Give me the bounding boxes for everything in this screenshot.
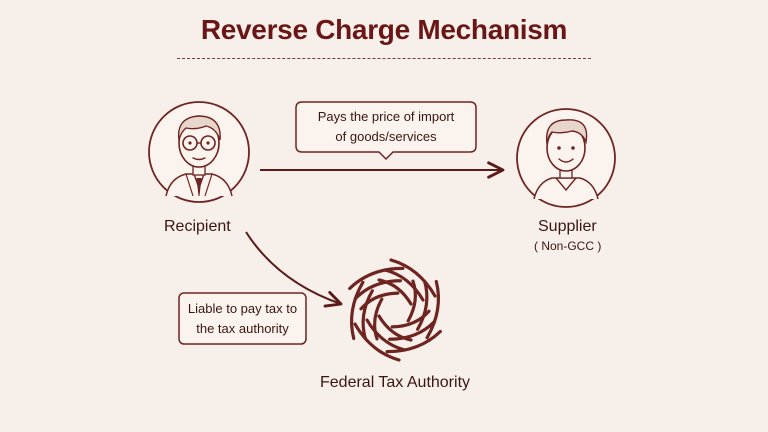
- pays-callout-line-2: of goods/services: [335, 129, 437, 144]
- supplier-avatar: [516, 108, 616, 208]
- recipient-avatar: [148, 101, 250, 203]
- supplier-label: Supplier: [538, 218, 597, 235]
- liable-callout-line-1: Liable to pay tax to: [187, 301, 298, 316]
- federal-tax-authority-emblem: [330, 248, 460, 372]
- liable-callout-line-2: the tax authority: [196, 321, 289, 336]
- tax-liability-arrow: [245, 231, 343, 308]
- pays-callout-line-1: Pays the price of import: [317, 109, 455, 124]
- pays-callout-bubble: [295, 101, 477, 161]
- recipient-label: Recipient: [164, 218, 231, 235]
- authority-label: Federal Tax Authority: [320, 374, 471, 391]
- supplier-sublabel: ( Non-GCC ): [534, 239, 602, 253]
- title-divider: [177, 58, 591, 59]
- page-title: Reverse Charge Mechanism: [200, 14, 568, 45]
- liable-callout-text: Liable to pay tax to the tax authority: [179, 299, 306, 339]
- liable-callout-box: [178, 292, 307, 345]
- pays-callout-text: Pays the price of import of goods/servic…: [296, 107, 476, 147]
